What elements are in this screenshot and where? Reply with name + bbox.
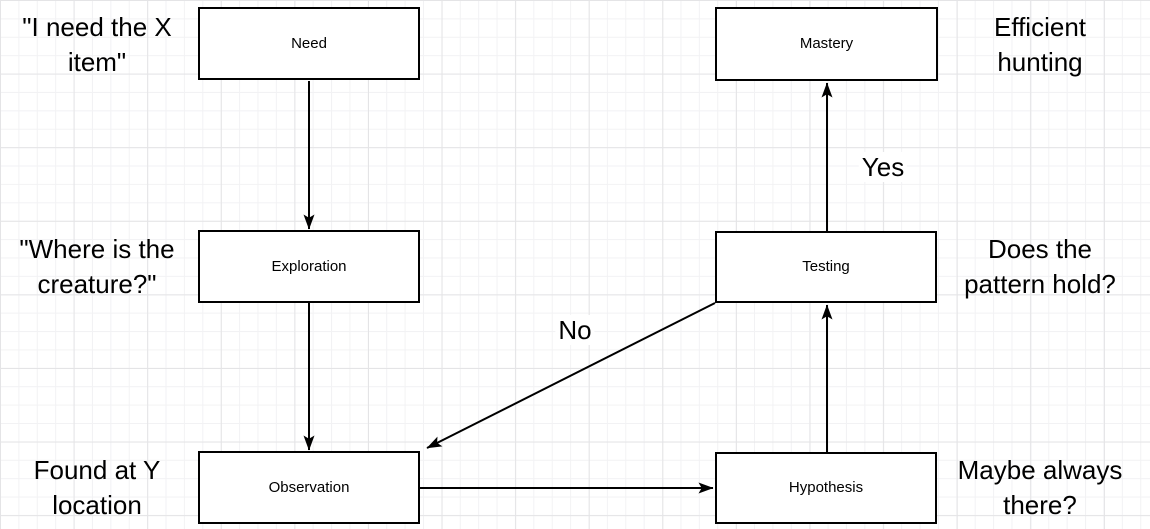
annotation-need[interactable]: "I need the X item" bbox=[22, 12, 172, 77]
node-testing[interactable]: Testing bbox=[715, 231, 937, 303]
edge-testing-observation[interactable] bbox=[426, 302, 716, 449]
annotation-exploration[interactable]: "Where is the creature?" bbox=[19, 234, 175, 299]
node-hypothesis-label: Hypothesis bbox=[788, 479, 864, 496]
node-need[interactable]: Need bbox=[198, 7, 420, 80]
node-hypothesis[interactable]: Hypothesis bbox=[715, 452, 937, 524]
node-exploration[interactable]: Exploration bbox=[198, 230, 420, 303]
annotation-mastery[interactable]: Efficient hunting bbox=[993, 12, 1086, 77]
annotation-testing[interactable]: Does the pattern hold? bbox=[964, 234, 1116, 299]
node-observation[interactable]: Observation bbox=[198, 451, 420, 524]
edge-label-no[interactable]: No bbox=[555, 315, 595, 345]
node-observation-label: Observation bbox=[268, 478, 350, 496]
node-exploration-label: Exploration bbox=[271, 257, 347, 275]
node-mastery[interactable]: Mastery bbox=[715, 7, 938, 81]
edge-label-yes[interactable]: Yes bbox=[858, 152, 908, 182]
annotation-hypothesis[interactable]: Maybe always there? bbox=[957, 455, 1123, 520]
node-mastery-label: Mastery bbox=[799, 35, 854, 52]
node-need-label: Need bbox=[291, 34, 327, 52]
node-testing-label: Testing bbox=[802, 258, 850, 275]
annotation-observation[interactable]: Found at Y location bbox=[33, 455, 161, 520]
